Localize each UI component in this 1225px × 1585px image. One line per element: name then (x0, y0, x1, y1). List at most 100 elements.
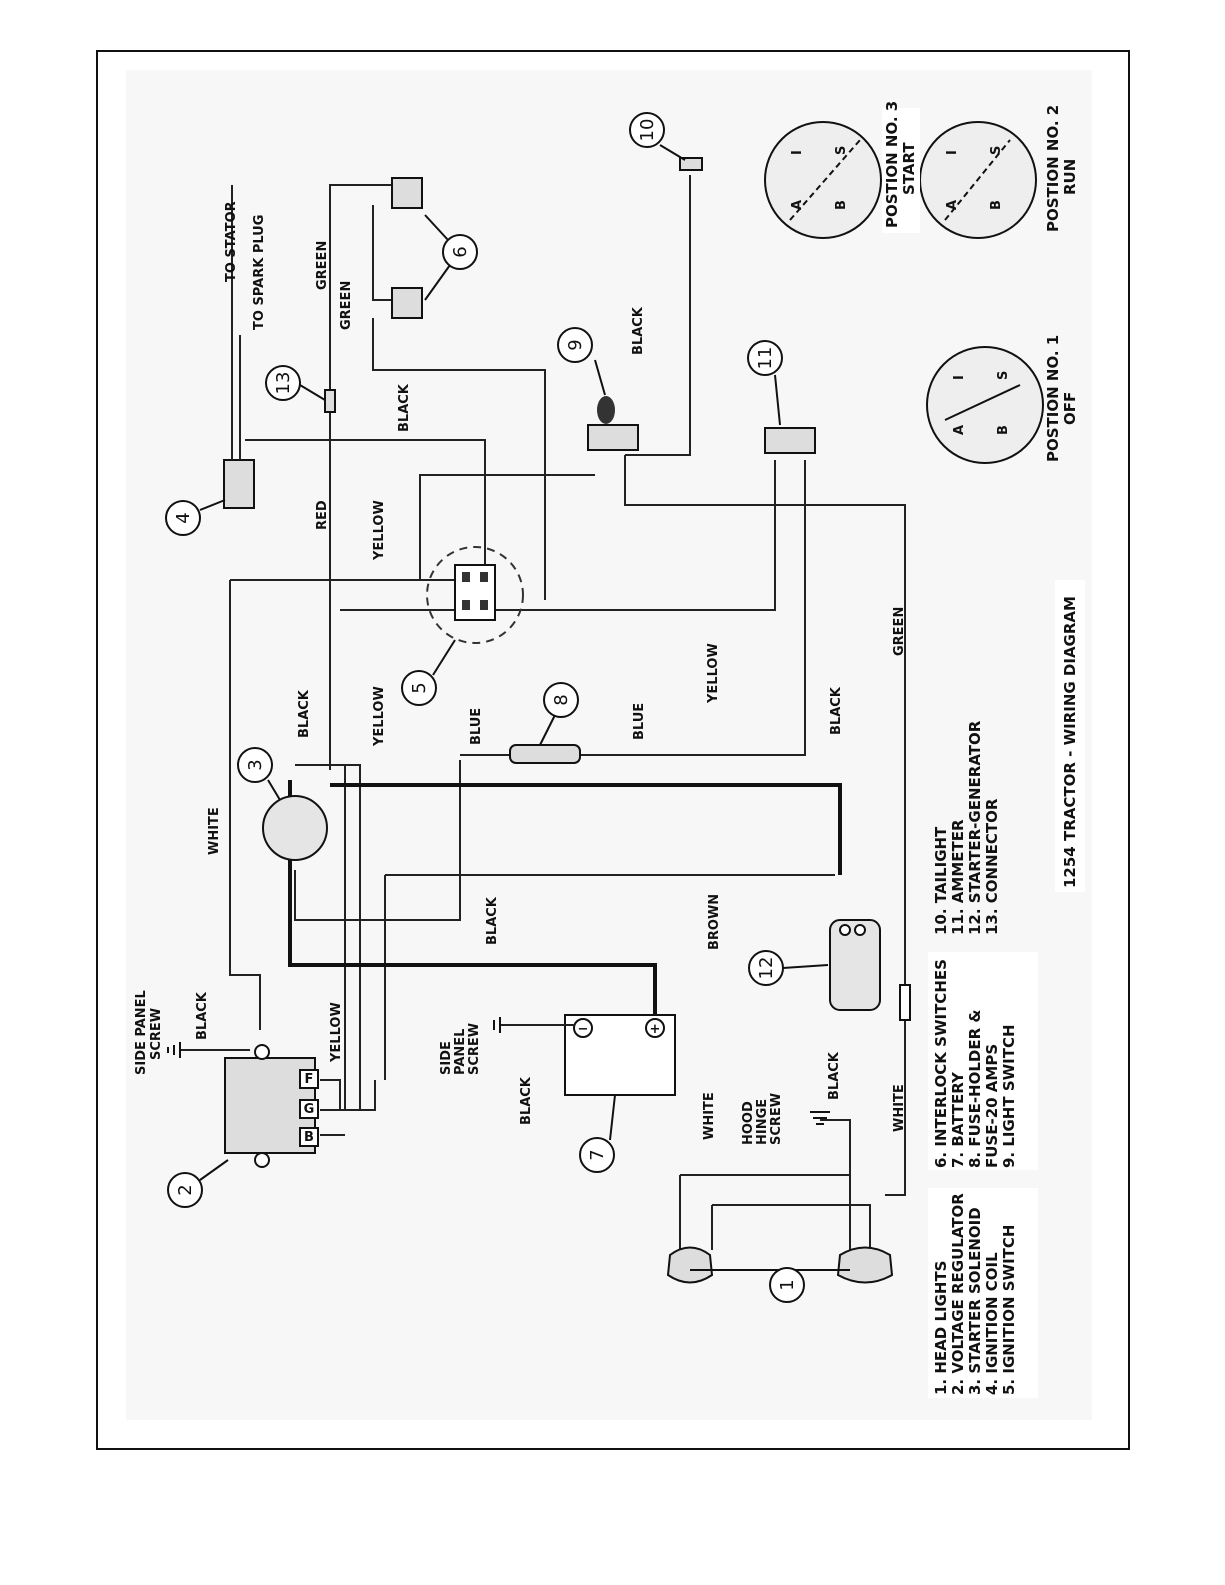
title-text: 1254 TRACTOR - WIRING DIAGRAM (1061, 596, 1079, 888)
terminal-f-label: F (305, 1072, 314, 1087)
label-black-1: BLACK (397, 383, 412, 432)
legend-item-8: 8. FUSE-HOLDER & (966, 1010, 984, 1168)
label-white-2: WHITE (702, 1092, 717, 1140)
side-panel-screw-line2: SCREW (149, 1008, 164, 1060)
legend-item-8b: FUSE-20 AMPS (983, 1044, 1001, 1168)
hood-hinge-screw-line3: SCREW (769, 1093, 784, 1145)
legend-item-13: 13. CONNECTOR (983, 798, 1001, 935)
dial2-letter-b: B (989, 200, 1004, 210)
starter-solenoid (262, 795, 328, 861)
dial1-letter-i: I (952, 375, 967, 380)
dial2-letter-i: I (945, 150, 960, 155)
side-panel-screw-line1: SIDE PANEL (134, 990, 149, 1075)
label-black-3: BLACK (829, 686, 844, 735)
label-green-2: GREEN (339, 281, 354, 330)
hood-hinge-screw-line1: HOOD (741, 1101, 756, 1145)
legend-item-1: 1. HEAD LIGHTS (932, 1261, 950, 1395)
legend-item-9: 9. LIGHT SWITCH (1000, 1024, 1018, 1168)
label-white-3: WHITE (892, 1084, 907, 1132)
dial3-letter-i: I (790, 150, 805, 155)
dial2-letter-a: A (945, 200, 960, 210)
interlock-switch-upper (391, 177, 423, 209)
legend-item-4: 4. IGNITION COIL (983, 1252, 1001, 1395)
connector (324, 389, 336, 413)
label-brown: BROWN (707, 894, 722, 950)
battery-pos-label: + (650, 1022, 661, 1037)
dial1-letter-a: A (952, 425, 967, 435)
hood-hinge-screw-line2: HINGE (755, 1099, 770, 1145)
label-yellow-3: YELLOW (706, 643, 721, 704)
label-green-3: GREEN (892, 607, 907, 656)
battery: − + (564, 1014, 676, 1096)
dial3-letter-a: A (790, 200, 805, 210)
battery-neg-label: − (578, 1022, 589, 1037)
ignition-switch (426, 546, 524, 644)
dial1-letter-s: S (996, 371, 1011, 380)
label-red: RED (315, 500, 330, 530)
callout-11: 11 (755, 347, 776, 370)
light-switch (587, 396, 639, 451)
dial2-letter-s: S (989, 146, 1004, 155)
ground-icon-side-panel-1 (167, 1042, 250, 1058)
side-panel-screw2-line2: PANEL (453, 1029, 468, 1075)
legend-item-11: 11. AMMETER (949, 819, 967, 935)
callout-2: 2 (175, 1184, 196, 1195)
dial1-letter-b: B (996, 425, 1011, 435)
ignition-coil (223, 185, 255, 509)
wires (229, 175, 906, 1250)
callout-12: 12 (756, 957, 777, 980)
callout-arrows (199, 144, 850, 1271)
legend-item-7: 7. BATTERY (949, 1071, 967, 1168)
legend-item-2: 2. VOLTAGE REGULATOR (949, 1193, 967, 1395)
label-blue-2: BLUE (632, 703, 647, 740)
dial3-letter-b: B (834, 200, 849, 210)
label-white-1: WHITE (207, 807, 222, 855)
terminal-b-label: B (304, 1130, 314, 1145)
position-2-line1: POSTION NO. 2 (1044, 105, 1062, 232)
callout-8: 8 (551, 694, 572, 705)
callout-4: 4 (173, 512, 194, 523)
callout-10: 10 (637, 119, 658, 142)
legend-item-3: 3. STARTER SOLENOID (966, 1207, 984, 1395)
interlock-switch-lower (391, 287, 423, 319)
label-black-5: BLACK (485, 896, 500, 945)
label-black-7: BLACK (519, 1076, 534, 1125)
position-1-line2: OFF (1061, 392, 1079, 425)
ammeter (764, 427, 816, 454)
position-dial-run (919, 121, 1037, 239)
legend-item-5: 5. IGNITION SWITCH (1000, 1225, 1018, 1395)
position-3-line2: START (900, 142, 918, 195)
callout-13: 13 (273, 372, 294, 395)
starter-generator (829, 919, 881, 1011)
wire-labels: TO STATOR TO SPARK PLUG GREEN GREEN BLAC… (195, 201, 907, 1140)
side-panel-screw2-line3: SCREW (467, 1023, 482, 1075)
position-3-line1: POSTION NO. 3 (883, 101, 901, 228)
callouts: 1 2 3 4 5 6 7 8 9 10 11 12 13 (165, 112, 805, 1303)
position-1-line1: POSTION NO. 1 (1044, 335, 1062, 462)
label-black-8: BLACK (827, 1051, 842, 1100)
ground-icon-side-panel-2 (493, 1017, 575, 1033)
callout-6: 6 (450, 246, 471, 257)
legend-item-10: 10. TAILIGHT (932, 826, 950, 935)
ground-icon-hood-hinge (810, 1111, 830, 1125)
legend-item-12: 12. STARTER-GENERATOR (966, 720, 984, 935)
diagram-title: 1254 TRACTOR - WIRING DIAGRAM (1055, 580, 1085, 892)
callout-7: 7 (587, 1149, 608, 1160)
side-panel-screw2-line1: SIDE (439, 1041, 454, 1075)
position-dial-off (926, 346, 1044, 464)
position-2-line2: RUN (1061, 159, 1079, 195)
callout-3: 3 (245, 759, 266, 770)
label-to-spark-plug: TO SPARK PLUG (252, 215, 267, 330)
voltage-regulator: F G B (224, 1044, 319, 1168)
tailight (679, 157, 703, 171)
fuse-white (899, 984, 911, 1021)
callout-9: 9 (565, 339, 586, 350)
position-dial-start (764, 121, 882, 239)
callout-5: 5 (409, 682, 430, 693)
terminal-g-label: G (304, 1102, 315, 1117)
headlight-left (666, 1246, 714, 1284)
label-green-1: GREEN (315, 241, 330, 290)
headlight-right (836, 1246, 894, 1284)
label-yellow-4: YELLOW (329, 1002, 344, 1063)
